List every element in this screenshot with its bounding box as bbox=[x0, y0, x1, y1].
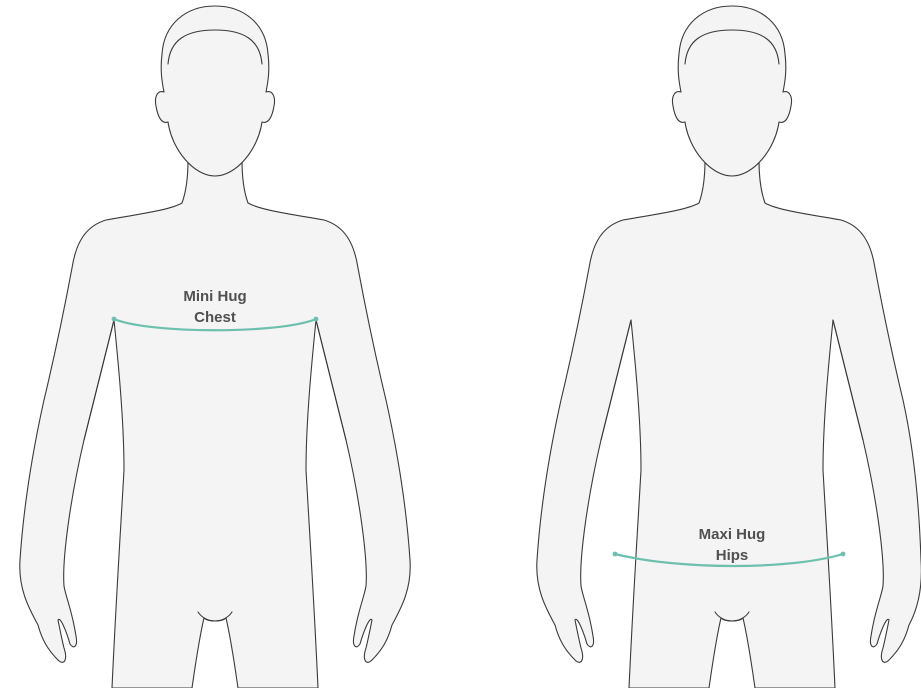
hips-measure-dot-right bbox=[841, 552, 846, 557]
right-body-figure bbox=[537, 6, 921, 688]
chest-label-line2: Chest bbox=[194, 309, 236, 326]
right-head bbox=[672, 6, 791, 176]
chest-label-line1: Mini Hug bbox=[183, 288, 246, 305]
chest-measure-dot-left bbox=[112, 317, 117, 322]
hips-label-line2: Hips bbox=[716, 547, 749, 564]
chest-measure-dot-right bbox=[314, 317, 319, 322]
left-head bbox=[155, 6, 274, 176]
left-body-figure bbox=[20, 6, 410, 688]
left-body-silhouette bbox=[20, 160, 410, 688]
hips-label-line1: Maxi Hug bbox=[699, 526, 766, 543]
right-body-silhouette bbox=[537, 160, 921, 688]
hips-measure-dot-left bbox=[613, 552, 618, 557]
